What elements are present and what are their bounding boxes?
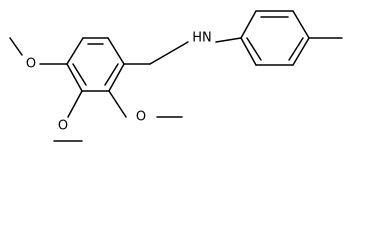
ring2-bond-c4-c5 — [292, 37, 310, 66]
ring2-double-right — [288, 37, 304, 61]
nh-to-aryl-bond — [215, 37, 242, 43]
methoxy-bottom-left-ring-to-o — [67, 90, 83, 118]
ring2-bond-c1-c2 — [240, 10, 257, 39]
amine-label: HN — [192, 31, 212, 46]
ring1-bond-c6-c1 — [107, 37, 125, 65]
ring1-bond-c5-c6 — [108, 63, 125, 92]
ring1-double-right — [104, 63, 119, 86]
methoxy-bottom-right-oxygen-label: O — [136, 110, 146, 125]
ring2-bond-c6-c1 — [240, 37, 257, 66]
methoxy-top-left-o-to-ch3 — [9, 37, 23, 56]
methoxy-bottom-right-ring-to-o — [108, 90, 127, 118]
ring1-bond-c3-c4 — [66, 63, 83, 92]
ch2-to-nh-bond — [149, 41, 189, 65]
methoxy-top-left-oxygen-label: O — [26, 57, 36, 72]
methoxy-bottom-left-oxygen-label: O — [58, 119, 68, 134]
ring2-bond-c3-c4 — [292, 10, 310, 39]
ring1-bond-c2-c3 — [66, 37, 84, 65]
atom-labels: HN O O O — [26, 31, 212, 134]
bonds — [9, 10, 343, 142]
ring1-double-left-lower — [72, 63, 87, 86]
ring2-double-left — [246, 37, 262, 61]
chemical-structure: HN O O O — [9, 10, 343, 142]
